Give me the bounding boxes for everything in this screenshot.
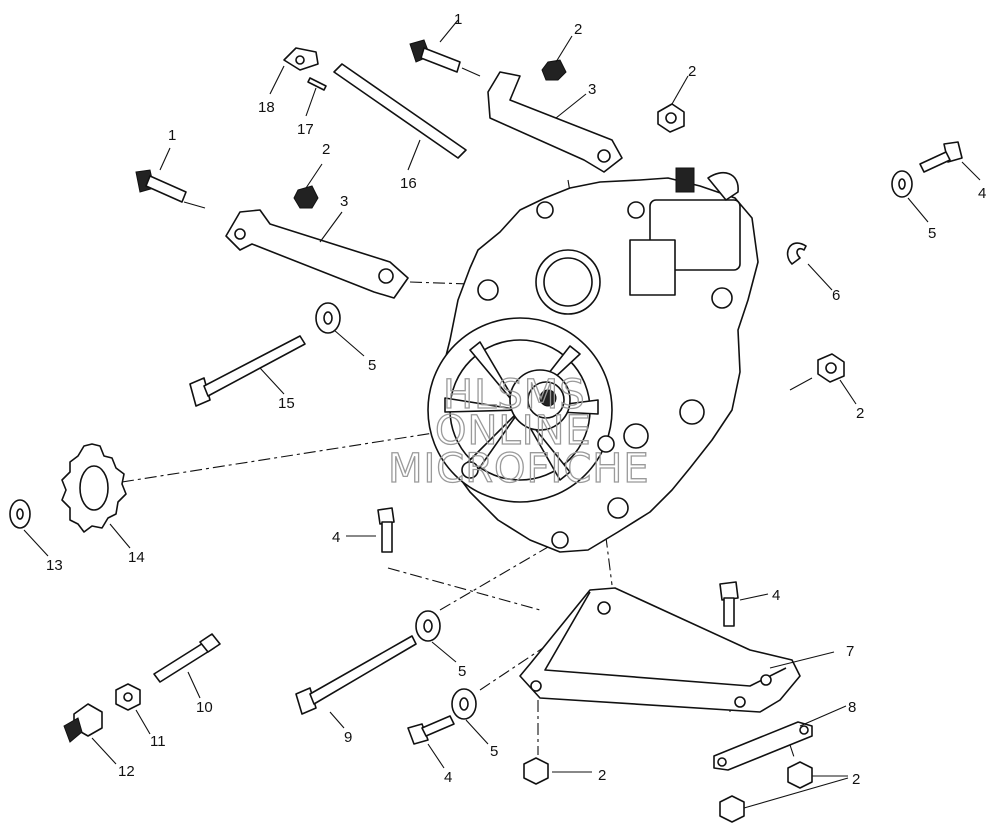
callout-5: 5 [928,225,936,242]
callout-13: 13 [46,557,63,574]
leader-lines [23,19,981,809]
callout-9: 9 [344,729,352,746]
callout-8: 8 [848,699,856,716]
bolt-4-bottom [407,715,455,745]
callout-5: 5 [368,357,376,374]
bolt-1-left [135,169,187,203]
callout-3: 3 [340,193,348,210]
callout-15: 15 [278,395,295,412]
callout-14: 14 [128,549,145,566]
callout-17: 17 [297,121,314,138]
callout-2: 2 [598,767,606,784]
nut-2-left [293,185,319,209]
callout-11: 11 [150,733,166,750]
bolt-1-top [409,39,461,73]
nut-2-bottom-right-b [719,795,745,823]
callout-1: 1 [454,11,462,28]
nut-2-top [541,59,567,81]
callout-5: 5 [458,663,466,680]
bolt-9 [295,635,417,715]
nut-2-right [817,353,845,383]
callout-16: 16 [400,175,417,192]
sprocket-14 [61,443,127,533]
bolt-4-right [919,141,963,173]
stud-10 [153,633,221,683]
callout-12: 12 [118,763,135,780]
washer-5-right [891,170,913,198]
nut-2-bottom-right-a [787,761,813,789]
washer-13 [9,499,31,529]
clip-6 [786,242,807,265]
bolt-4-center [377,507,395,553]
callout-2: 2 [856,405,864,422]
gearcase-housing [427,167,759,553]
washer-5-lower [451,688,477,720]
callout-2: 2 [688,63,696,80]
bracket-3-upper [487,71,623,173]
watermark-line-3: MICROFICHE [388,446,650,492]
callout-3: 3 [588,81,596,98]
callout-2: 2 [852,771,860,788]
bolt-4-lower-right [719,581,739,627]
watermark-line-1: HLSMS [443,372,586,418]
callout-4: 4 [978,185,986,202]
callout-4: 4 [444,769,452,786]
mount-plate-7 [519,587,801,713]
callout-1: 1 [168,127,176,144]
strap-8 [713,721,813,771]
washer-5-center [415,610,441,642]
pin-17 [307,77,327,91]
rod-16 [333,63,467,159]
plug-12 [63,703,103,743]
callout-7: 7 [846,643,854,660]
watermark-line-2: ONLINE [435,408,592,454]
callout-4: 4 [332,529,340,546]
callout-2: 2 [322,141,330,158]
clip-18 [283,47,319,71]
callout-5: 5 [490,743,498,760]
callout-2: 2 [574,21,582,38]
callout-labels: 1 2 2 3 18 17 16 1 2 3 4 5 6 5 15 2 13 1… [46,11,986,788]
callout-18: 18 [258,99,275,116]
nut-2-bottom [523,757,549,785]
bracket-3-left [225,209,409,299]
nut-11 [115,683,141,711]
bolt-15 [189,335,306,407]
watermark: HLSMS ONLINE MICROFICHE [387,371,650,492]
callout-4: 4 [772,587,780,604]
callout-10: 10 [196,699,213,716]
callout-6: 6 [832,287,840,304]
nut-2-upper-right [657,103,685,133]
washer-5-left [315,302,341,334]
